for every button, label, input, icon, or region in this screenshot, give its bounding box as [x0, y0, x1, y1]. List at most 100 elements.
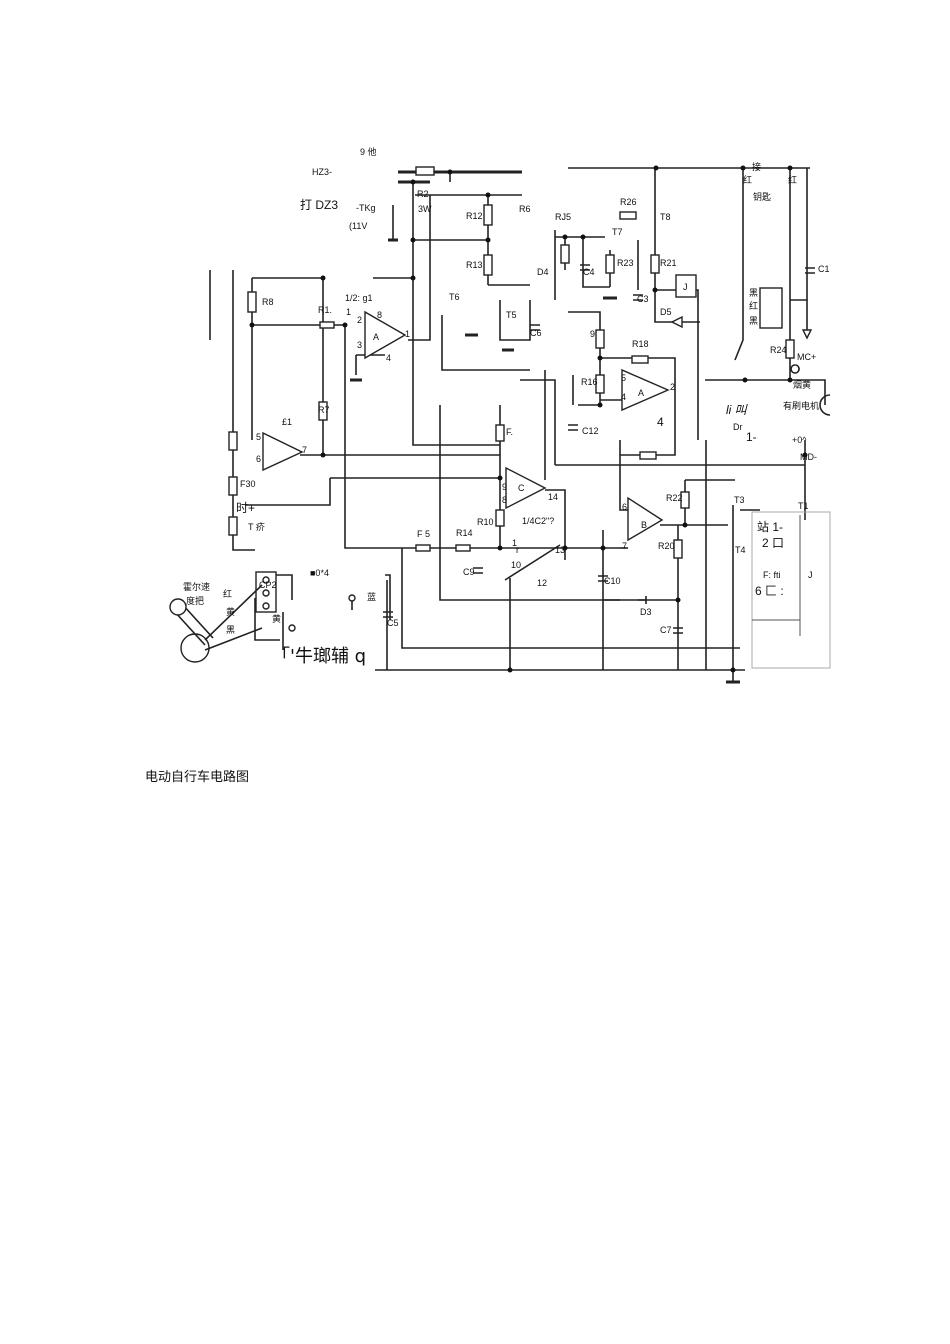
label: J: [808, 570, 813, 580]
label: T 疥: [248, 521, 265, 532]
label: HZ3-: [312, 167, 332, 177]
label: A: [638, 388, 644, 398]
label: R16: [581, 377, 598, 387]
label: T5: [506, 310, 517, 320]
label: MC+: [797, 352, 816, 362]
label: 6 匚 :: [755, 584, 784, 598]
label: 6: [622, 502, 627, 512]
hall-throttle-icon: [169, 584, 263, 663]
label: T8: [660, 212, 671, 222]
label: 站 1-: [757, 520, 783, 534]
junction-dots: [249, 165, 808, 673]
label: 烟黄: [793, 379, 811, 390]
label: 蓝: [367, 591, 376, 602]
label: 3W: [418, 204, 432, 214]
label: C5: [387, 618, 399, 628]
label: 黑: [749, 316, 758, 326]
label: T4: [735, 545, 746, 555]
label: C1: [818, 264, 830, 274]
label: C4: [583, 267, 595, 277]
label: D5: [660, 307, 672, 317]
label: T3: [734, 495, 745, 505]
label: 有刷电机: [783, 400, 819, 411]
label: F: fti: [763, 570, 781, 580]
label: C12: [582, 426, 599, 436]
label: 7: [622, 541, 627, 551]
label: C: [518, 483, 525, 493]
label: 黄: [226, 606, 235, 617]
label: R22: [666, 493, 683, 503]
label: R8: [262, 297, 274, 307]
label: 打 DZ3: [300, 198, 338, 212]
label: ■0*4: [310, 568, 329, 578]
label: F.: [506, 427, 513, 437]
label: 2: [357, 315, 362, 325]
label: R1.: [318, 305, 332, 315]
label: 红: [788, 174, 797, 185]
label: C3: [637, 294, 649, 304]
label: +0^: [792, 435, 807, 445]
label: 「'牛瑯辅 q: [272, 646, 366, 667]
label: J: [683, 282, 688, 292]
label: 5: [621, 373, 626, 383]
label: 黄: [272, 613, 281, 624]
label: Dr: [733, 422, 743, 432]
label: T6: [449, 292, 460, 302]
label: 8: [377, 310, 382, 320]
label: 9 他: [360, 146, 377, 157]
label: D4: [537, 267, 549, 277]
label: 13: [555, 545, 565, 555]
label: F30: [240, 479, 256, 489]
label: R14: [456, 528, 473, 538]
label: 钥匙: [753, 191, 771, 202]
label: D3: [640, 607, 652, 617]
label: 霍尔速: [183, 581, 210, 592]
label: F 5: [417, 529, 430, 539]
label: 1: [405, 329, 410, 339]
label: 黑: [226, 625, 235, 635]
label: A: [373, 332, 379, 342]
component-labels: 9 他 HZ3- 打 DZ3 -TKg (11V R2 3W R12 R13 R…: [183, 146, 830, 667]
label: 黑: [749, 288, 758, 298]
label: r: [516, 545, 519, 555]
label: 1-: [746, 430, 757, 444]
label: 度把: [186, 595, 204, 606]
label: MD-: [800, 452, 817, 462]
label: R18: [632, 339, 649, 349]
figure-caption: 电动自行车电路图: [145, 770, 250, 785]
label: 9: [502, 482, 507, 492]
label: RJ5: [555, 212, 571, 222]
label: C9: [463, 567, 475, 577]
label: C10: [604, 576, 621, 586]
label: R26: [620, 197, 637, 207]
label: 8: [502, 495, 507, 505]
label: C7: [660, 625, 672, 635]
label: R2: [417, 189, 429, 199]
label: R24: [770, 345, 787, 355]
label: 1/2: g1: [345, 293, 373, 303]
label: 接: [752, 161, 761, 172]
label: 1: [346, 307, 351, 317]
circuit-schematic: 9 他 HZ3- 打 DZ3 -TKg (11V R2 3W R12 R13 R…: [169, 146, 831, 684]
label: R7: [318, 405, 330, 415]
label: 9: [590, 329, 595, 339]
label: 5: [256, 432, 261, 442]
label: R21: [660, 258, 677, 268]
label: 2: [670, 382, 675, 392]
label: B: [641, 520, 647, 530]
label: R20: [658, 541, 675, 551]
label: T7: [612, 227, 623, 237]
label: 1/4C2"?: [522, 516, 554, 526]
components: [169, 166, 831, 669]
label: 12: [537, 578, 547, 588]
label: 红: [743, 174, 752, 185]
label: R23: [617, 258, 634, 268]
label: 3: [357, 340, 362, 350]
label: 10: [511, 560, 521, 570]
label: R10: [477, 517, 494, 527]
label: 6: [256, 454, 261, 464]
label: 4: [621, 392, 626, 402]
label: R6: [519, 204, 531, 214]
label: 7: [302, 445, 307, 455]
label: 4: [657, 415, 664, 429]
